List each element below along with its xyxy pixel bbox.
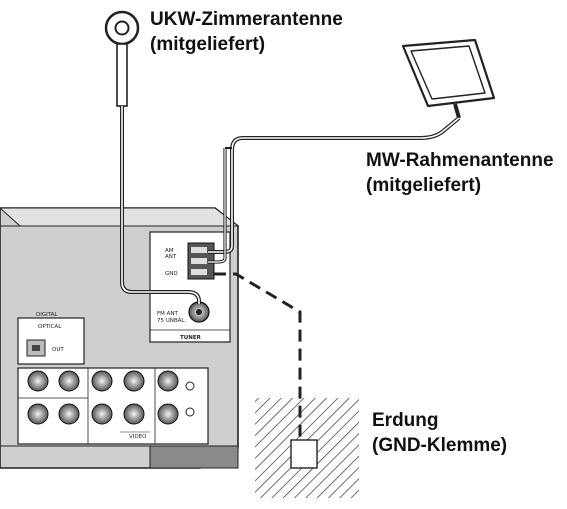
rca-jack-panel: VIDEO [17, 367, 209, 445]
ground-note: (GND-Klemme) [372, 435, 508, 456]
ground-label: Erdung (GND-Klemme) [372, 408, 507, 458]
digital-optical-block: DIGITAL OPTICAL OUT [17, 312, 85, 365]
am-antenna-note: (mitgeliefert) [366, 175, 482, 196]
fm-ant-label: FM ANT [157, 311, 179, 317]
am-loop-antenna [208, 38, 496, 264]
ground-rod [290, 439, 318, 469]
am-antenna-label: MW-Rahmenantenne (mitgeliefert) [366, 148, 554, 198]
fm-antenna-note: (mitgeliefert) [150, 34, 266, 55]
fm-antenna [104, 10, 201, 304]
fm-ant-label-2: 75 UNBAL. [157, 318, 186, 324]
video-group-label: VIDEO [129, 434, 147, 440]
am-ant-label-2: ANT [165, 254, 177, 260]
tuner-terminal-block: AM ANT GND FM ANT 75 UNBAL. TUNER [149, 231, 231, 343]
fm-antenna-name: UKW-Zimmerantenne [150, 9, 343, 30]
gnd-terminal-label: GND [165, 271, 178, 277]
ground-name: Erdung [372, 410, 439, 431]
optical-label: OPTICAL [38, 324, 62, 330]
fm-antenna-label: UKW-Zimmerantenne (mitgeliefert) [150, 7, 343, 57]
tuner-label: TUNER [180, 335, 202, 341]
am-antenna-name: MW-Rahmenantenne [366, 150, 554, 171]
ground-wire [214, 272, 302, 442]
out-label: OUT [52, 347, 64, 353]
digital-label: DIGITAL [36, 312, 58, 318]
ground-hatch-area [255, 398, 359, 498]
am-ant-label: AM [165, 248, 174, 254]
